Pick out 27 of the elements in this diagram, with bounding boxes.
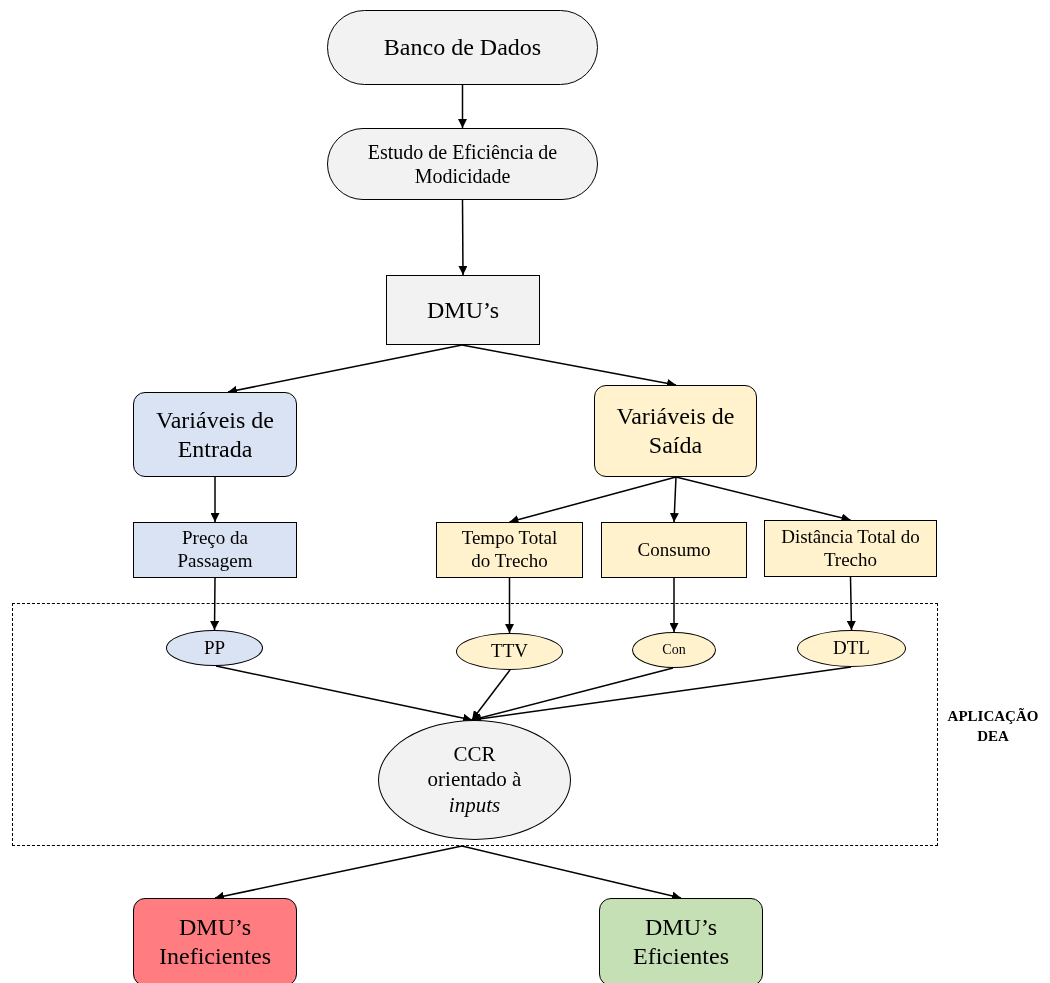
group-label: APLICAÇÃO DEA: [946, 707, 1040, 746]
result-box: DMU’s Ineficientes: [133, 898, 297, 983]
output-variables-box: Variáveis de Saída: [594, 385, 757, 477]
input-variables-box: Variáveis de Entrada: [133, 392, 297, 477]
variable-box: Consumo: [601, 522, 747, 578]
arrow: [471, 669, 511, 721]
variable-ellipse: Con: [632, 632, 716, 668]
arrow: [458, 199, 468, 276]
arrow: [508, 476, 677, 524]
variable-box: Tempo Total do Trecho: [436, 522, 583, 578]
variable-ellipse: PP: [166, 630, 263, 666]
model-ellipse: CCR orientado à inputs: [378, 720, 571, 840]
arrow: [458, 84, 467, 129]
process-box: Estudo de Eficiência de Modicidade: [327, 128, 598, 200]
variable-ellipse: TTV: [456, 633, 563, 670]
process-box: DMU’s: [386, 275, 540, 345]
arrow: [669, 577, 679, 633]
arrow: [210, 577, 220, 631]
arrow: [210, 476, 220, 523]
arrow: [505, 577, 514, 634]
arrow: [846, 576, 856, 631]
arrow: [669, 476, 679, 523]
terminal-box: Banco de Dados: [327, 10, 598, 85]
result-box: DMU’s Eficientes: [599, 898, 763, 983]
variable-ellipse: DTL: [797, 630, 906, 667]
variable-box: Preço da Passagem: [133, 522, 297, 578]
variable-box: Distância Total do Trecho: [764, 520, 937, 577]
